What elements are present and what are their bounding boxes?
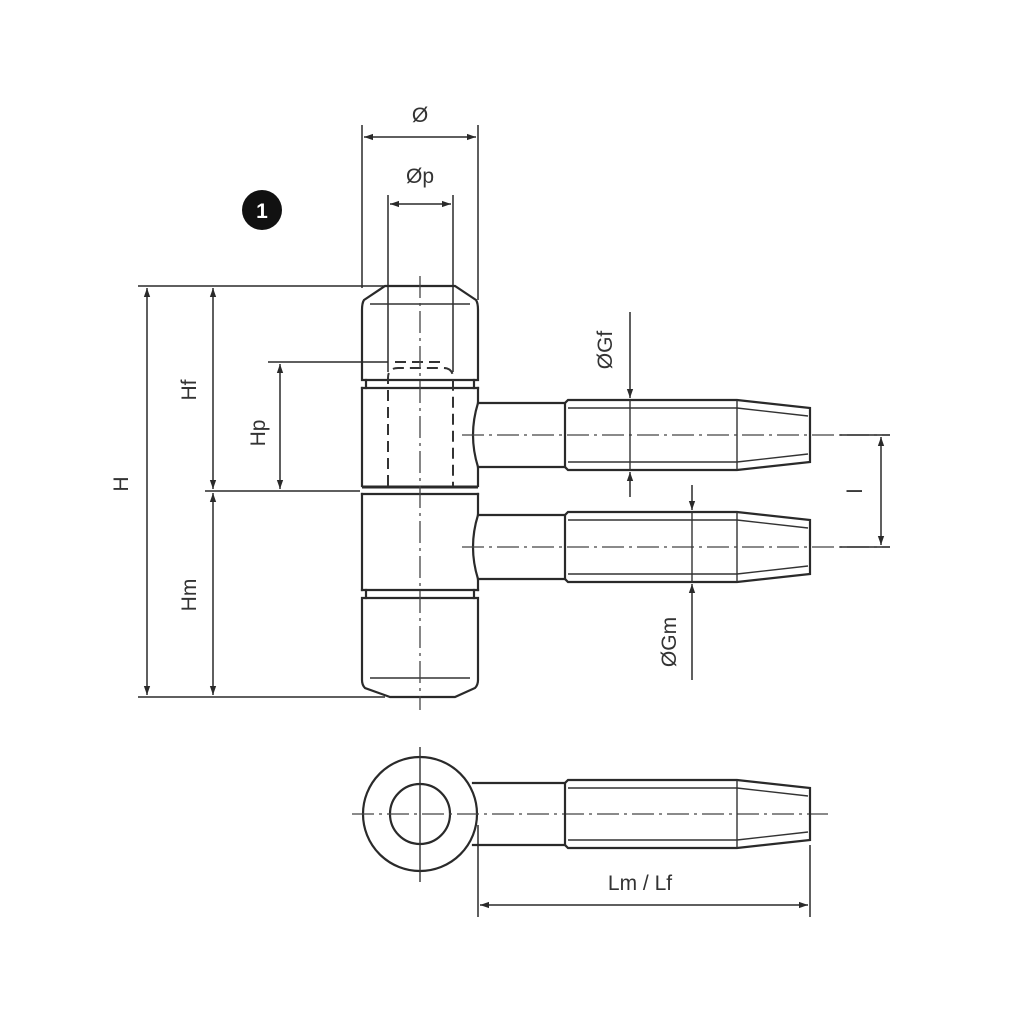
pin-diameter-label: Øp [406,165,434,188]
arm-spacing-dimension: l [840,434,890,548]
pin-height-label: Hp [247,420,270,447]
callout-badge-number: 1 [256,200,268,223]
total-height-dimension: H [110,288,151,695]
female-thread-diameter-dimension: ØGf [594,312,634,497]
lower-threaded-pin [462,510,890,584]
arm-spacing-label: l [844,489,867,494]
upper-threaded-pin [462,398,890,472]
pin-height-dimension: Hp [247,364,284,489]
male-height-dimension: Hm [178,493,217,695]
pin-diameter-dimension: Øp [387,165,454,372]
total-height-label: H [110,476,133,491]
male-thread-diameter-dimension: ØGm [658,485,696,680]
callout-badge: 1 [242,190,282,230]
female-height-dimension: Hf [178,288,217,489]
male-thread-diameter-label: ØGm [658,617,681,667]
male-height-label: Hm [178,579,201,612]
hinge-body [360,276,480,710]
female-height-label: Hf [178,379,201,400]
arm-length-label: Lm / Lf [608,872,672,895]
female-thread-diameter-label: ØGf [594,331,617,370]
top-view [352,747,828,882]
outer-diameter-dimension: Ø [361,104,479,300]
arm-length-dimension: Lm / Lf [477,825,811,917]
outer-diameter-label: Ø [412,104,428,127]
